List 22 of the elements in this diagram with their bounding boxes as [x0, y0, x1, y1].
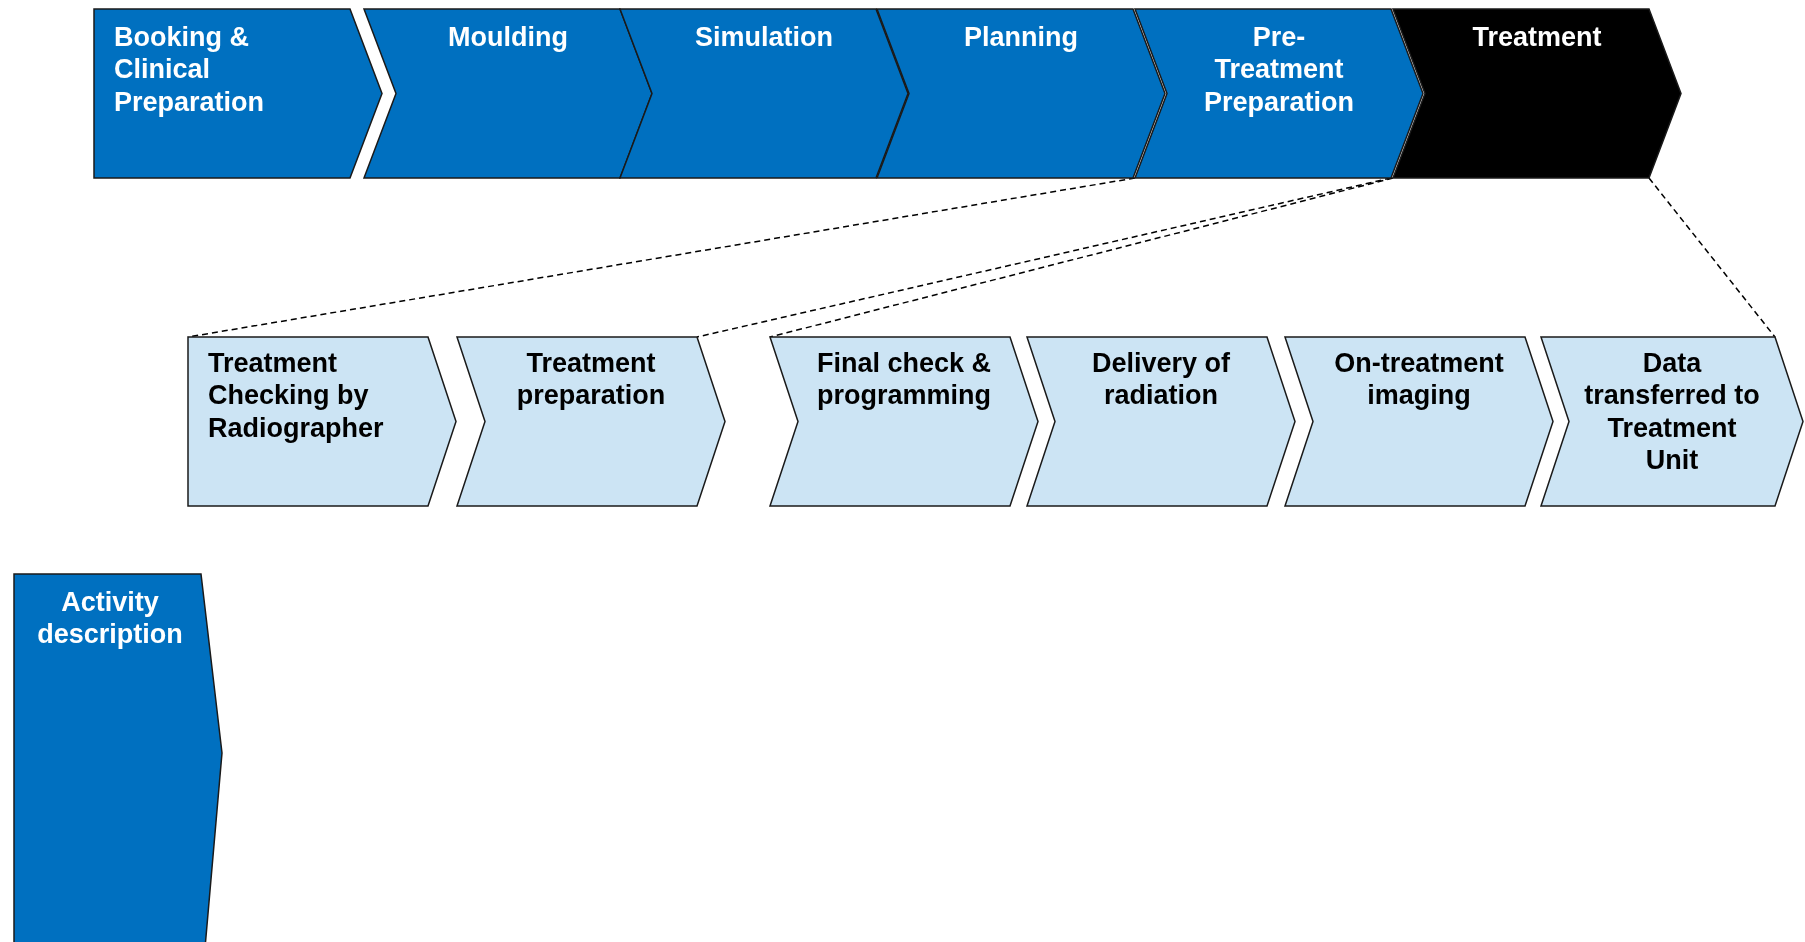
step-label: Treatment preparation — [515, 347, 667, 412]
process-step — [1285, 337, 1553, 506]
step-label: Treatment — [1471, 21, 1603, 54]
step-label: Activity description — [36, 586, 184, 651]
process-step — [94, 9, 382, 178]
step-label: Data transferred to Treatment Unit — [1583, 347, 1761, 477]
process-step — [364, 9, 652, 178]
process-step — [457, 337, 725, 506]
process-step — [1027, 337, 1295, 506]
process-step — [188, 337, 456, 506]
step-label: On-treatment imaging — [1333, 347, 1505, 412]
step-label: Delivery of radiation — [1090, 347, 1232, 412]
step-label: Treatment Checking by Radiographer — [208, 347, 385, 445]
step-label: Pre-Treatment Preparation — [1202, 21, 1355, 119]
step-label: Final check & programming — [815, 347, 993, 412]
process-step — [770, 337, 1038, 506]
dashed-connector — [1648, 177, 1776, 338]
process-step — [14, 574, 222, 942]
step-label: Booking & Clinical Preparation — [114, 21, 266, 119]
process-step — [1541, 337, 1803, 506]
process-step — [1393, 9, 1681, 178]
step-label: Moulding — [447, 21, 569, 54]
